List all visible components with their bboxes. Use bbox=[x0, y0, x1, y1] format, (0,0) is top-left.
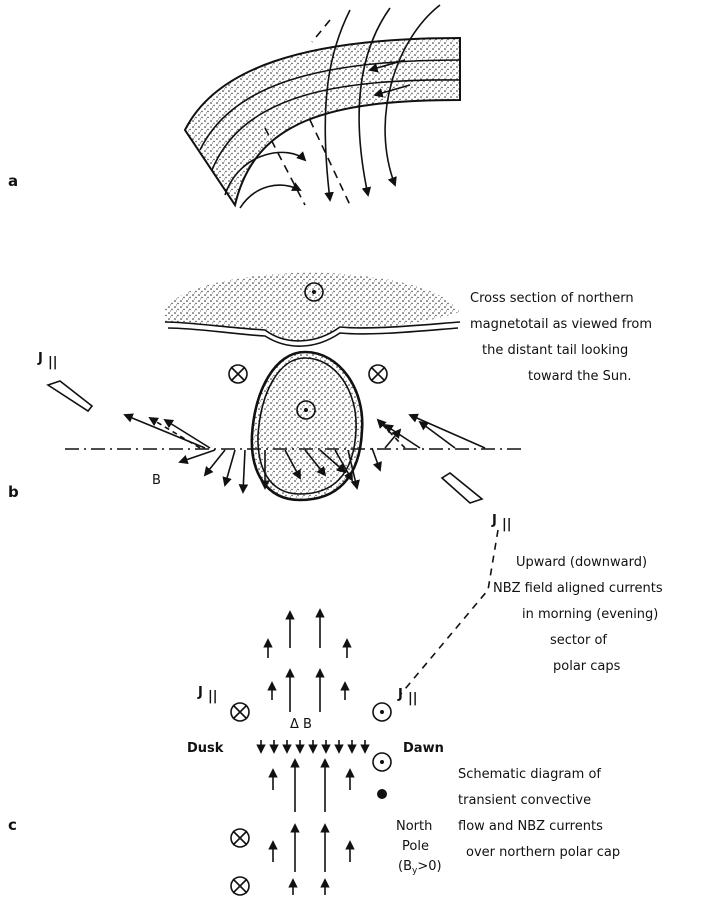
caption-line: Schematic diagram of bbox=[458, 767, 601, 782]
b-vector-arrow bbox=[378, 420, 405, 448]
caption-line: flow and NBZ currents bbox=[458, 819, 603, 834]
dusk-label: Dusk bbox=[187, 741, 224, 756]
caption-line: Cross section of northern bbox=[470, 291, 634, 306]
j-parallel-label-left: J bbox=[37, 351, 43, 366]
connector: Upward (downward) NBZ field aligned curr… bbox=[400, 530, 663, 695]
out-of-page-dot bbox=[312, 290, 316, 294]
flow-arrows-middle bbox=[261, 740, 365, 752]
b-label: B bbox=[152, 473, 161, 488]
panel-b: J || J || B b Cross section of northern … bbox=[8, 272, 652, 532]
caption-line: Upward (downward) bbox=[516, 555, 647, 570]
caption-line: over northern polar cap bbox=[466, 845, 620, 860]
out-of-page-dot bbox=[304, 408, 308, 412]
plasma-sheet-band bbox=[185, 38, 460, 205]
north-pole-marker bbox=[377, 789, 387, 799]
delta-b-label: Δ B bbox=[290, 717, 312, 732]
caption-line: the distant tail looking bbox=[482, 343, 628, 358]
caption-line: NBZ field aligned currents bbox=[493, 581, 663, 596]
current-ribbon-downward bbox=[442, 473, 482, 503]
into-page-symbol bbox=[231, 829, 249, 847]
caption-line: magnetotail as viewed from bbox=[470, 317, 652, 332]
caption-line: sector of bbox=[550, 633, 607, 648]
b-vector-arrow bbox=[372, 448, 380, 470]
condition-suffix: >0) bbox=[417, 859, 441, 874]
j-parallel-label-right: J bbox=[397, 687, 403, 702]
b-vector-arrow bbox=[420, 422, 455, 448]
closed-field-line bbox=[240, 185, 300, 208]
out-of-page-symbol bbox=[373, 753, 391, 771]
current-ribbon-upward bbox=[48, 381, 92, 411]
north-pole-condition: (By>0) bbox=[398, 859, 442, 876]
panel-label-b: b bbox=[8, 483, 19, 501]
b-vector-arrow bbox=[205, 450, 225, 475]
panel-c-caption: Schematic diagram of transient convectiv… bbox=[458, 767, 620, 860]
j-parallel-label-left: J bbox=[197, 685, 203, 700]
parallel-subscript: || bbox=[48, 355, 58, 370]
dashed-leader-line bbox=[400, 530, 498, 695]
panel-c: J || J || Δ B Dusk Dawn North Pole (By>0… bbox=[8, 610, 620, 895]
panel-b-caption: Cross section of northern magnetotail as… bbox=[470, 291, 652, 384]
panel-label-c: c bbox=[8, 816, 17, 834]
caption-line: toward the Sun. bbox=[528, 369, 631, 384]
parallel-subscript: || bbox=[408, 691, 418, 706]
flow-arrows-bottom bbox=[273, 760, 350, 895]
north-pole-label: North bbox=[396, 819, 432, 834]
caption-line: in morning (evening) bbox=[522, 607, 658, 622]
condition-prefix: (B bbox=[398, 859, 412, 874]
dashed-separatrix bbox=[312, 20, 330, 42]
caption-line: transient convective bbox=[458, 793, 591, 808]
into-page-symbol bbox=[231, 703, 249, 721]
out-of-page-symbol bbox=[373, 703, 391, 721]
into-page-symbol bbox=[369, 365, 387, 383]
dawn-label: Dawn bbox=[403, 741, 444, 756]
b-vector-arrow bbox=[243, 450, 245, 492]
north-pole-label: Pole bbox=[402, 839, 429, 854]
into-page-symbol bbox=[229, 365, 247, 383]
panel-label-a: a bbox=[8, 172, 18, 190]
dashed-separatrix bbox=[310, 120, 350, 205]
caption-line: polar caps bbox=[553, 659, 621, 674]
flow-arrows-top bbox=[268, 610, 347, 712]
b-vector-arrow bbox=[225, 450, 235, 485]
j-parallel-label-right: J bbox=[491, 513, 497, 528]
parallel-subscript: || bbox=[502, 517, 512, 532]
panel-a: a bbox=[8, 5, 460, 208]
into-page-symbol bbox=[231, 877, 249, 895]
b-vector-arrow bbox=[125, 415, 205, 448]
parallel-subscript: || bbox=[208, 689, 218, 704]
b-vector-arrow bbox=[180, 450, 215, 462]
